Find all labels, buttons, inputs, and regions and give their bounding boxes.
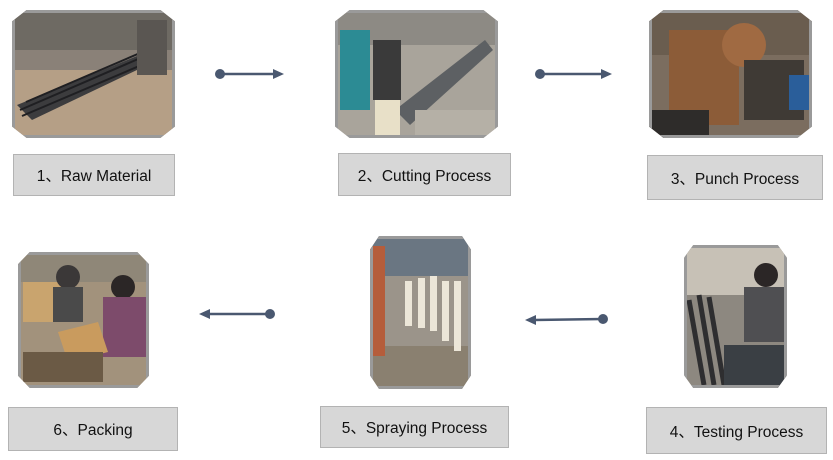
raw-material-photo	[12, 10, 175, 138]
arrow-2-to-3	[533, 66, 613, 87]
step-label-4: 4、Testing Process	[646, 407, 827, 454]
punch-process-photo	[649, 10, 812, 138]
spraying-process-photo	[370, 236, 471, 389]
cutting-process-photo	[335, 10, 498, 138]
step-label-5: 5、Spraying Process	[320, 406, 509, 448]
testing-process-photo	[684, 245, 787, 388]
step-label-2: 2、Cutting Process	[338, 153, 511, 196]
step-label-1: 1、Raw Material	[13, 154, 175, 196]
arrow-4-to-5	[524, 311, 610, 332]
step-label-6: 6、Packing	[8, 407, 178, 451]
step-label-3: 3、Punch Process	[647, 155, 823, 200]
arrow-1-to-2	[213, 66, 285, 87]
packing-photo	[18, 252, 149, 388]
arrow-5-to-6	[198, 306, 278, 327]
